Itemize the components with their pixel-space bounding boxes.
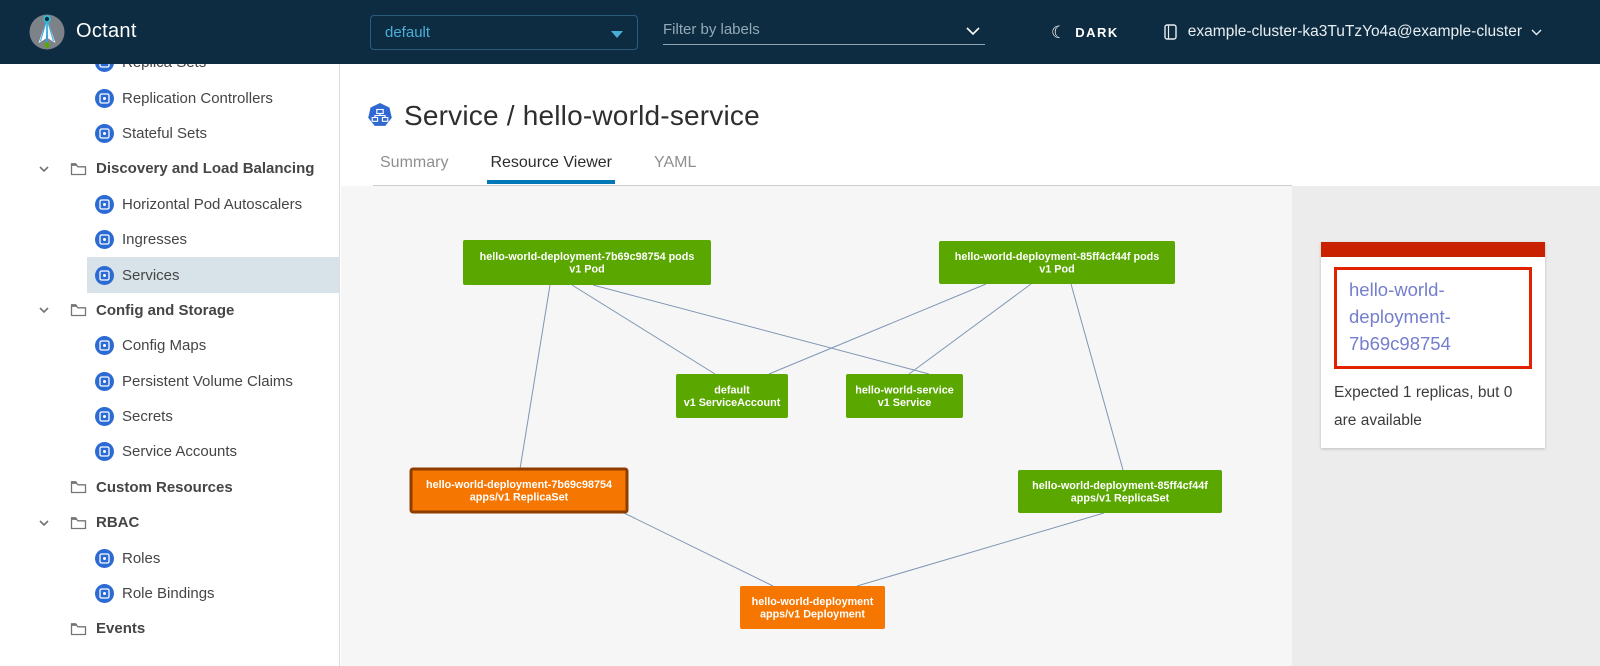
graph-node-hello-world-deployment-7b69c98754-pods[interactable]: hello-world-deployment-7b69c98754 podsv1…	[463, 240, 711, 285]
card-title-box: hello-world-deployment-7b69c98754	[1334, 267, 1532, 369]
sidebar-item-role-bindings[interactable]: Role Bindings	[87, 576, 339, 611]
resource-badge-icon	[95, 230, 114, 249]
octant-logo-icon	[28, 13, 66, 51]
sidebar-item-label: Events	[96, 620, 145, 637]
sidebar-item-label: Stateful Sets	[122, 125, 207, 142]
dark-toggle-label: DARK	[1075, 25, 1119, 40]
chevron-down-icon	[38, 304, 50, 316]
dark-theme-toggle[interactable]: ☾ DARK	[1051, 24, 1119, 41]
resource-badge-icon	[95, 549, 114, 568]
app-title: Octant	[76, 20, 137, 43]
sidebar-item-events[interactable]: Events	[0, 611, 339, 646]
graph-node-hello-world-deployment-85ff4cf44f-replicaset[interactable]: hello-world-deployment-85ff4cf44fapps/v1…	[1018, 470, 1222, 513]
tab-summary[interactable]: Summary	[377, 150, 451, 184]
sidebar-item-label: Services	[122, 267, 180, 284]
graph-edge	[909, 284, 1031, 374]
resource-badge-icon	[95, 124, 114, 143]
sidebar-item-custom-resources[interactable]: Custom Resources	[0, 470, 339, 505]
page-title: Service / hello-world-service	[404, 100, 760, 132]
sidebar-item-label: Roles	[122, 550, 160, 567]
node-detail-panel: hello-world-deployment-7b69c98754 Expect…	[1292, 186, 1600, 666]
folder-icon	[70, 622, 87, 636]
sidebar-item-stateful-sets[interactable]: Stateful Sets	[87, 116, 339, 151]
label-filter-placeholder: Filter by labels	[663, 21, 760, 38]
sidebar-item-roles[interactable]: Roles	[87, 540, 339, 575]
sidebar-item-horizontal-pod-autoscalers[interactable]: Horizontal Pod Autoscalers	[87, 187, 339, 222]
sidebar-nav: Replica SetsReplication ControllersState…	[0, 64, 340, 666]
sidebar-item-discovery-and-load-balancing[interactable]: Discovery and Load Balancing	[0, 151, 339, 186]
resource-badge-icon	[95, 336, 114, 355]
folder-icon	[70, 516, 87, 530]
sidebar-item-label: Secrets	[122, 408, 173, 425]
resource-badge-icon	[95, 442, 114, 461]
cluster-context-label: example-cluster-ka3TuTzYo4a@example-clus…	[1188, 23, 1522, 41]
moon-icon: ☾	[1051, 24, 1066, 41]
resource-badge-icon	[95, 89, 114, 108]
sidebar-item-label: Role Bindings	[122, 585, 215, 602]
label-filter-input[interactable]: Filter by labels	[663, 15, 985, 45]
replicaset-title-link[interactable]: hello-world-deployment-7b69c98754	[1349, 277, 1517, 357]
namespace-dropdown[interactable]: default	[370, 15, 638, 50]
graph-node-default-serviceaccount[interactable]: defaultv1 ServiceAccount	[676, 374, 788, 418]
sidebar-item-label: Horizontal Pod Autoscalers	[122, 196, 302, 213]
sidebar-item-label: RBAC	[96, 514, 139, 531]
tab-resource-viewer[interactable]: Resource Viewer	[487, 150, 615, 184]
resource-badge-icon	[95, 64, 114, 72]
card-status-accent	[1321, 242, 1545, 257]
resource-badge-icon	[95, 372, 114, 391]
sidebar-item-ingresses[interactable]: Ingresses	[87, 222, 339, 257]
sidebar-item-config-maps[interactable]: Config Maps	[87, 328, 339, 363]
sidebar-item-label: Custom Resources	[96, 479, 233, 496]
folder-icon	[70, 303, 87, 317]
resource-badge-icon	[95, 266, 114, 285]
resource-badge-icon	[95, 195, 114, 214]
folder-icon	[70, 480, 87, 494]
chevron-down-icon	[1531, 28, 1542, 36]
graph-edge	[1071, 284, 1123, 470]
sidebar-item-label: Replica Sets	[122, 64, 206, 71]
graph-node-label: hello-world-deploymentapps/v1 Deployment	[752, 596, 874, 621]
folder-icon	[70, 162, 87, 176]
sidebar-item-secrets[interactable]: Secrets	[87, 399, 339, 434]
header-right-group: ☾ DARK example-cluster-ka3TuTzYo4a@examp…	[1051, 0, 1542, 64]
tab-yaml[interactable]: YAML	[651, 150, 699, 184]
sidebar-item-persistent-volume-claims[interactable]: Persistent Volume Claims	[87, 364, 339, 399]
sidebar-item-label: Persistent Volume Claims	[122, 373, 293, 390]
sidebar-item-label: Ingresses	[122, 231, 187, 248]
sidebar-item-service-accounts[interactable]: Service Accounts	[87, 434, 339, 469]
sidebar-item-services[interactable]: Services	[87, 257, 339, 292]
namespace-dropdown-value: default	[385, 24, 430, 41]
tab-bar: Summary Resource Viewer YAML	[377, 150, 699, 184]
cluster-icon	[1161, 23, 1179, 42]
graph-node-hello-world-deployment-7b69c98754-replicaset[interactable]: hello-world-deployment-7b69c98754apps/v1…	[411, 469, 627, 512]
chevron-down-icon[interactable]	[965, 24, 981, 42]
sidebar-item-config-and-storage[interactable]: Config and Storage	[0, 293, 339, 328]
replicas-status-message: Expected 1 replicas, but 0 are available	[1334, 379, 1532, 433]
resource-viewer-graph: hello-world-deployment-7b69c98754 podsv1…	[341, 186, 1292, 666]
chevron-down-icon	[38, 163, 50, 175]
sidebar-item-label: Replication Controllers	[122, 90, 273, 107]
sidebar-item-label: Service Accounts	[122, 443, 237, 460]
graph-node-hello-world-service[interactable]: hello-world-servicev1 Service	[846, 374, 963, 418]
graph-node-hello-world-deployment[interactable]: hello-world-deploymentapps/v1 Deployment	[740, 586, 885, 629]
header-bar: Octant default Filter by labels ☾ DARK	[0, 0, 1600, 64]
graph-edge	[857, 513, 1104, 586]
replicaset-status-card: hello-world-deployment-7b69c98754 Expect…	[1321, 242, 1545, 448]
sidebar-item-replication-controllers[interactable]: Replication Controllers	[87, 80, 339, 115]
resource-badge-icon	[95, 407, 114, 426]
graph-edge	[520, 285, 550, 469]
sidebar-item-label: Discovery and Load Balancing	[96, 160, 314, 177]
service-resource-icon	[366, 102, 394, 130]
chevron-down-icon	[38, 517, 50, 529]
sidebar-item-label: Config Maps	[122, 337, 206, 354]
resource-badge-icon	[95, 584, 114, 603]
cluster-context-selector[interactable]: example-cluster-ka3TuTzYo4a@example-clus…	[1161, 23, 1542, 42]
graph-node-hello-world-deployment-85ff4cf44f-pods[interactable]: hello-world-deployment-85ff4cf44f podsv1…	[939, 241, 1175, 284]
graph-edge	[622, 512, 773, 586]
caret-down-icon	[611, 31, 623, 38]
sidebar-item-replica-sets[interactable]: Replica Sets	[87, 64, 339, 80]
sidebar-item-rbac[interactable]: RBAC	[0, 505, 339, 540]
sidebar-item-label: Config and Storage	[96, 302, 234, 319]
